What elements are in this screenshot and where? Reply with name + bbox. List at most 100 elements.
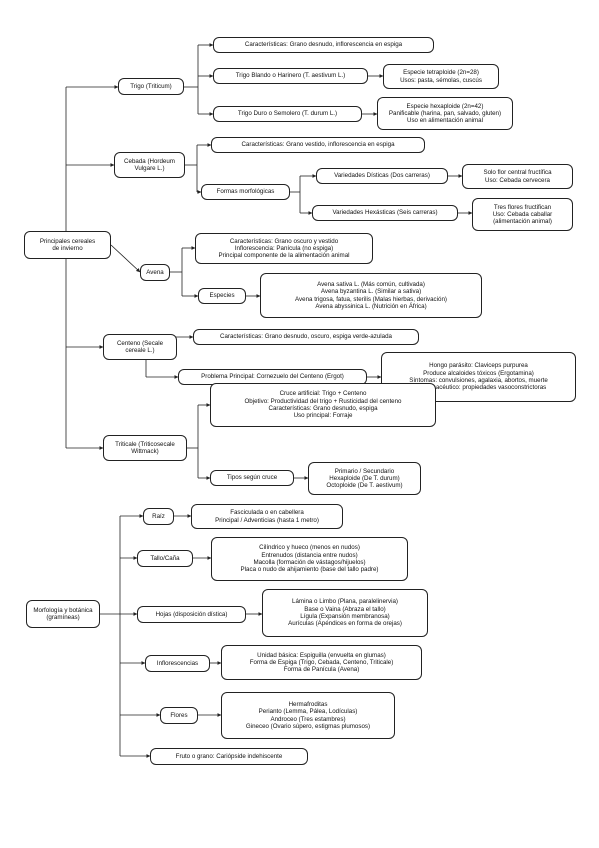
node-text-line: Avena (146, 268, 164, 276)
node-text-line: Características: Grano vestido, inflores… (241, 141, 395, 149)
node-text-line: Cruce artificial: Trigo + Centeno (279, 390, 367, 398)
node-trigo-duro-detalle: Especie hexaploide (2n=42)Panificable (h… (377, 97, 513, 130)
node-text-line: Uso principal: Forraje (293, 412, 353, 420)
node-cebada-caracteristicas: Características: Grano vestido, inflores… (211, 137, 425, 153)
node-text-line: Variedades Dísticas (Dos carreras) (334, 172, 430, 180)
node-avena-especies-detalle: Avena sativa L. (Más común, cultivada)Av… (260, 273, 482, 318)
node-text-line: Solo flor central fructífica (483, 169, 552, 177)
node-avena: Avena (140, 264, 170, 281)
node-text-line: Trigo Blando o Harinero (T. aestivum L.) (235, 72, 346, 80)
node-text-line: de invierno (52, 245, 83, 252)
node-tallo: Tallo/Caña (137, 550, 193, 567)
node-cebada-formas: Formas morfológicas (201, 184, 290, 200)
node-trigo-duro: Trigo Duro o Semolero (T. durum L.) (213, 106, 362, 122)
node-text-line: Principal / Adventicias (hasta 1 metro) (215, 516, 319, 524)
node-text-line: Objetivo: Productividad del trigo + Rust… (244, 397, 402, 405)
node-text-line: Cilíndrico y hueco (menos en nudos) (259, 544, 360, 552)
node-text-line: Principales cereales (39, 237, 96, 245)
node-text-line: Principal componente de la alimentación … (218, 252, 350, 260)
node-text-line: Uso farmacéutico: propiedades vasoconstr… (410, 384, 547, 392)
node-text-line: Usos: pasta, sémolas, cuscús (400, 76, 482, 84)
node-hojas-detalle: Lámina o Limbo (Plana, paralelinervia)Ba… (262, 589, 428, 637)
node-text-line: Macolla (formación de vástagos/hijuelos) (253, 559, 366, 566)
node-text-line: Fruto o grano: Cariópside indehiscente (175, 752, 283, 760)
node-text-line: Placa o nudo de ahijamiento (base del ta… (240, 566, 379, 574)
node-text-line: Síntomas: convulsiones, agalaxia, aborto… (409, 377, 548, 384)
node-text-line: Hojas (disposición dística) (155, 610, 228, 618)
node-text-line: Centeno (Secale (116, 339, 164, 347)
node-text-line: cereale L.) (125, 347, 155, 354)
node-text-line: Gineceo (Ovario súpero, estigmas plumoso… (245, 722, 371, 730)
node-avena-especies: Especies (198, 288, 246, 304)
node-morfologia: Morfología y botánica(gramíneas) (26, 600, 100, 628)
node-text-line: Octoploide (De T. aestivum) (326, 482, 403, 490)
node-centeno-caracteristicas: Características: Grano desnudo, oscuro, … (193, 329, 419, 345)
node-text-line: Perianto (Lemma, Pálea, Lodículas) (258, 708, 358, 716)
node-text-line: Panificable (harina, pan, salvado, glute… (388, 109, 502, 117)
node-inflorescencias-detalle: Unidad básica: Espiguilla (envuelta en g… (221, 645, 422, 680)
node-text-line: Inflorescencia: Panícula (no espiga) (234, 244, 334, 252)
node-text-line: Forma de Espiga (Trigo, Cebada, Centeno,… (249, 658, 394, 666)
node-text-line: Uso: Cebada cervecera (484, 176, 550, 184)
node-text-line: Forma de Panícula (Avena) (283, 666, 360, 674)
node-text-line: (gramíneas) (46, 614, 80, 621)
node-triticale-tipos: Tipos según cruce (210, 470, 294, 486)
node-text-line: Produce alcaloides tóxicos (Ergotamina) (423, 369, 534, 377)
node-text-line: (alimentación animal) (493, 218, 552, 226)
node-text-line: Formas morfológicas (216, 188, 275, 196)
node-cebada-disticas: Variedades Dísticas (Dos carreras) (316, 168, 448, 184)
node-text-line: Base o Vaina (Abraza el tallo) (304, 605, 386, 613)
node-trigo-caracteristicas: Características: Grano desnudo, inflores… (213, 37, 434, 53)
node-text-line: Características: Grano desnudo, espiga (268, 405, 378, 412)
node-text-line: Especie tetraploide (2n=28) (403, 69, 479, 77)
node-text-line: Características: Grano desnudo, inflores… (244, 41, 403, 49)
node-text-line: Tallo/Caña (150, 554, 180, 562)
node-text-line: Avena sativa L. (Más común, cultivada) (317, 280, 425, 288)
node-text-line: Tipos según cruce (226, 474, 278, 482)
node-text-line: Avena abyssinica L. (Nutrición en África… (315, 302, 427, 310)
node-flores: Flores (160, 707, 198, 724)
node-trigo: Trigo (Triticum) (118, 78, 184, 95)
node-text-line: Hongo parásito: Claviceps purpurea (429, 362, 528, 370)
node-text-line: Flores (170, 711, 188, 719)
node-inflorescencias: Inflorescencias (145, 655, 210, 672)
node-fruto: Fruto o grano: Cariópside indehiscente (150, 748, 308, 765)
node-text-line: Androceo (Tres estambres) (270, 715, 346, 723)
node-text-line: Tres flores fructifican (493, 203, 552, 211)
node-text-line: Fasciculada o en cabellera (230, 509, 304, 517)
node-tallo-detalle: Cilíndrico y hueco (menos en nudos)Entre… (211, 537, 408, 581)
node-text-line: Avena trigosa, fatua, sterilis (Malas hi… (295, 295, 447, 303)
node-text-line: Uso: Cebada caballar (492, 210, 553, 218)
node-text-line: Especies (209, 292, 235, 300)
node-text-line: Lígula (Expansión membranosa) (300, 613, 390, 620)
node-text-line: Variedades Hexásticas (Seis carreras) (332, 209, 438, 217)
node-text-line: Entrenudos (distancia entre nudos) (261, 551, 358, 559)
node-hojas: Hojas (disposición dística) (137, 606, 246, 623)
node-text-line: Características: Grano oscuro y vestido (229, 237, 339, 245)
node-text-line: Hermafroditas (288, 700, 328, 708)
node-text-line: Trigo Duro o Semolero (T. durum L.) (237, 110, 338, 118)
node-text-line: Trigo (Triticum) (130, 82, 172, 90)
node-text-line: Problema Principal: Cornezuelo del Cente… (201, 373, 344, 381)
node-text-line: Cebada (Hordeum (124, 157, 175, 165)
node-trigo-blando: Trigo Blando o Harinero (T. aestivum L.) (213, 68, 368, 84)
node-text-line: Características: Grano desnudo, oscuro, … (220, 333, 392, 341)
node-raiz: Raíz (143, 508, 174, 525)
node-text-line: Aurículas (Apéndices en forma de orejas) (288, 620, 402, 628)
node-text-line: Morfología y botánica (33, 606, 93, 614)
node-text-line: Especie hexaploide (2n=42) (406, 102, 484, 110)
node-text-line: Wittmack) (131, 448, 159, 455)
node-text-line: Inflorescencias (156, 659, 199, 667)
node-text-line: Avena byzantina L. (Similar a sativa) (320, 288, 422, 296)
node-text-line: Hexaploide (De T. durum) (329, 474, 400, 482)
